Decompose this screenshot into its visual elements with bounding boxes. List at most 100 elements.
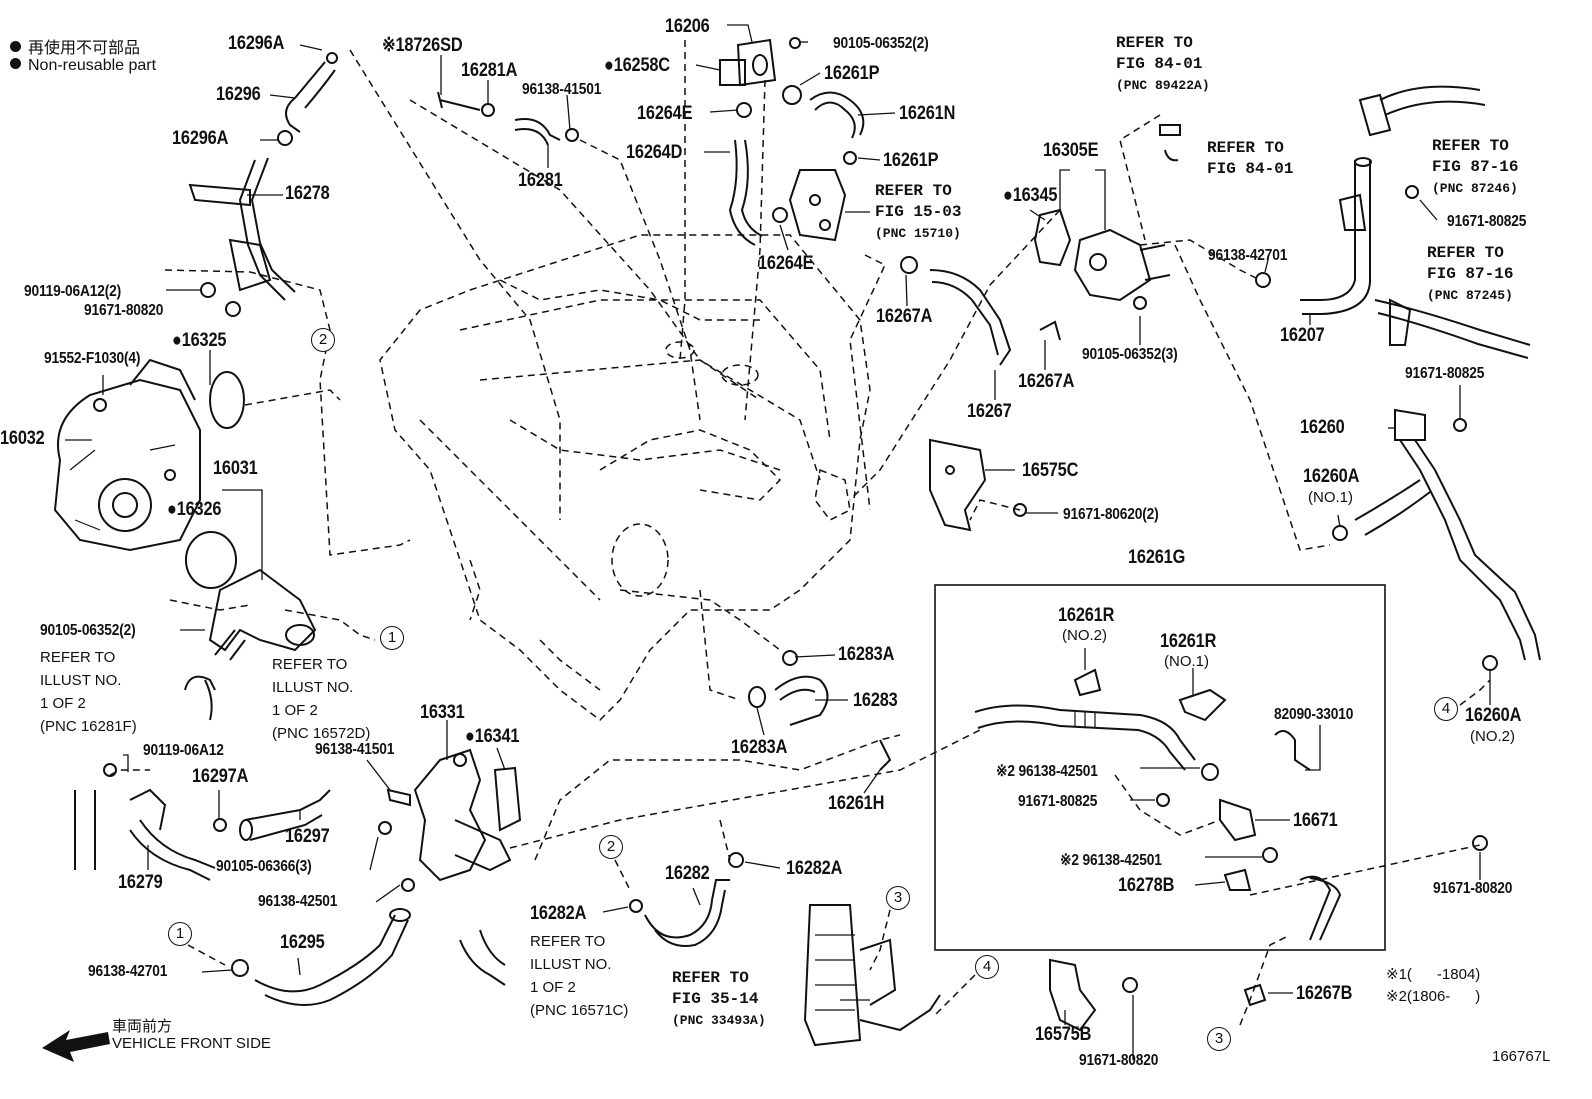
right-upper-art bbox=[900, 85, 1541, 671]
part-label: 16671 bbox=[1293, 810, 1338, 831]
part-label: 16267B bbox=[1296, 983, 1353, 1004]
refer-text: REFER TO FIG 15-03 bbox=[875, 182, 962, 221]
part-label: 16264E bbox=[637, 103, 693, 124]
part-label: ※18726SD bbox=[382, 35, 463, 56]
part-label: 16283A bbox=[731, 737, 788, 758]
refer-illust-16572d: REFER TO ILLUST NO. 1 OF 2 (PNC 16572D) bbox=[272, 656, 371, 742]
note-2: ※2(1806- ) bbox=[1386, 987, 1480, 1005]
part-label: 16267A bbox=[1018, 371, 1075, 392]
note-2-mark: ※2 bbox=[1386, 988, 1407, 1005]
part-label: 96138-41501 bbox=[522, 81, 602, 98]
note-1-mark: ※1 bbox=[1386, 966, 1407, 983]
part-label: 91671-80825 bbox=[1405, 365, 1485, 382]
refer-fig-35-14: REFER TO FIG 35-14 (PNC 33493A) bbox=[672, 968, 766, 1031]
part-label: 16282 bbox=[665, 863, 710, 884]
part-label: 16296 bbox=[216, 84, 261, 105]
part-label: 16264E bbox=[758, 253, 814, 274]
legend-text-en: Non-reusable part bbox=[28, 57, 157, 74]
part-label: 96138-41501 bbox=[315, 741, 395, 758]
part-label: 96138-42501 bbox=[258, 893, 338, 910]
part-label: 16278B bbox=[1118, 875, 1175, 896]
part-label: 90105-06352(3) bbox=[1082, 346, 1178, 363]
part-label: 90119-06A12 bbox=[143, 742, 224, 759]
part-label: 91552-F1030(4) bbox=[44, 350, 141, 367]
part-label: 16281 bbox=[518, 170, 563, 191]
note-1-range: ( -1804) bbox=[1406, 966, 1481, 983]
refer-fig-84-01-a: REFER TO FIG 84-01 (PNC 89422A) bbox=[1116, 33, 1210, 96]
refer-fig-87-16-b: REFER TO FIG 87-16(PNC 87245) bbox=[1427, 243, 1513, 306]
part-label: 16261R bbox=[1160, 631, 1217, 652]
part-label: ●16326 bbox=[167, 499, 222, 520]
upper-left-hose-art bbox=[188, 52, 338, 317]
box-16261g-art bbox=[934, 584, 1386, 951]
box-label: 16261G bbox=[1128, 547, 1186, 568]
leader-lines bbox=[65, 24, 1491, 1060]
connector-marker-4: 4 bbox=[975, 955, 999, 979]
dashed-connectors bbox=[109, 40, 1491, 1026]
part-label: ●16258C bbox=[604, 55, 670, 76]
refer-fig-15-03: REFER TO FIG 15-03 (PNC 15710) bbox=[875, 181, 961, 244]
connector-marker-3: 3 bbox=[1207, 1027, 1231, 1051]
part-label: 91671-80825 bbox=[1018, 793, 1098, 810]
part-label: 16260A bbox=[1303, 466, 1360, 487]
part-label: 16297A bbox=[192, 766, 249, 787]
lower-left-hose-art bbox=[74, 675, 506, 1006]
part-label: 90119-06A12(2) bbox=[24, 283, 122, 300]
part-sublabel: (NO.2) bbox=[1062, 627, 1107, 644]
part-label: 16282A bbox=[786, 858, 843, 879]
refer-text: REFER TO FIG 84-01 bbox=[1207, 139, 1294, 178]
refer-text: REFER TO FIG 84-01 bbox=[1116, 34, 1203, 73]
part-label: 90105-06352(2) bbox=[40, 622, 136, 639]
part-label: 16296A bbox=[228, 33, 285, 54]
part-sublabel: (NO.2) bbox=[1470, 728, 1515, 745]
part-label: 16206 bbox=[665, 16, 710, 37]
refer-text: REFER TO FIG 35-14 bbox=[672, 969, 759, 1008]
part-label: 91671-80820 bbox=[84, 302, 164, 319]
part-label: ※2 96138-42501 bbox=[996, 763, 1098, 780]
part-label: 16261P bbox=[883, 150, 939, 171]
part-label: 16575B bbox=[1035, 1024, 1092, 1045]
center-lower-art bbox=[629, 650, 941, 1047]
part-label: 90105-06366(3) bbox=[216, 858, 312, 875]
part-label: 16207 bbox=[1280, 325, 1325, 346]
refer-fig-84-01-b: REFER TO FIG 84-01 bbox=[1207, 138, 1293, 180]
part-label: 16283 bbox=[853, 690, 898, 711]
part-label: 90105-06352(2) bbox=[833, 35, 929, 52]
part-sublabel: (NO.1) bbox=[1308, 489, 1353, 506]
legend-non-reusable-en: Non-reusable part bbox=[10, 57, 156, 75]
part-label: 16260A bbox=[1465, 705, 1522, 726]
part-label: 16032 bbox=[0, 428, 45, 449]
part-label: 16267 bbox=[967, 401, 1012, 422]
part-label: 16261R bbox=[1058, 605, 1115, 626]
part-label: ●16325 bbox=[172, 330, 227, 351]
part-label: 91671-80820 bbox=[1079, 1052, 1159, 1069]
part-label: 16279 bbox=[118, 872, 163, 893]
part-label: 16305E bbox=[1043, 140, 1099, 161]
part-label: 16297 bbox=[285, 826, 330, 847]
top-middle-art bbox=[437, 37, 865, 246]
refer-pnc: (PNC 33493A) bbox=[672, 1013, 766, 1028]
part-label: ※2 96138-42501 bbox=[1060, 852, 1162, 869]
bracket-16575c-art bbox=[929, 438, 1027, 532]
vehicle-front-ja: 車両前方 bbox=[112, 1018, 173, 1035]
note-2-range: (1806- ) bbox=[1406, 988, 1481, 1005]
part-label: 16261P bbox=[824, 63, 880, 84]
note-1: ※1( -1804) bbox=[1386, 965, 1480, 983]
refer-illust-16571c: REFER TO ILLUST NO. 1 OF 2 (PNC 16571C) bbox=[530, 933, 629, 1019]
part-label: 16575C bbox=[1022, 460, 1079, 481]
part-label: 16278 bbox=[285, 183, 330, 204]
refer-pnc: (PNC 87245) bbox=[1427, 288, 1513, 303]
connector-marker-2: 2 bbox=[599, 835, 623, 859]
refer-pnc: (PNC 15710) bbox=[875, 226, 961, 241]
connector-marker-1: 1 bbox=[380, 626, 404, 650]
part-sublabel: (NO.1) bbox=[1164, 653, 1209, 670]
vehicle-front-en: VEHICLE FRONT SIDE bbox=[112, 1035, 271, 1052]
figure-number: 166767L bbox=[1492, 1048, 1551, 1065]
vehicle-front-arrow bbox=[42, 1030, 110, 1062]
water-pump-art bbox=[53, 358, 317, 661]
refer-illust-16281f: REFER TO ILLUST NO. 1 OF 2 (PNC 16281F) bbox=[40, 649, 137, 735]
part-label: 16264D bbox=[626, 142, 683, 163]
lower-right-art bbox=[1049, 835, 1488, 1032]
refer-pnc: (PNC 89422A) bbox=[1116, 78, 1210, 93]
